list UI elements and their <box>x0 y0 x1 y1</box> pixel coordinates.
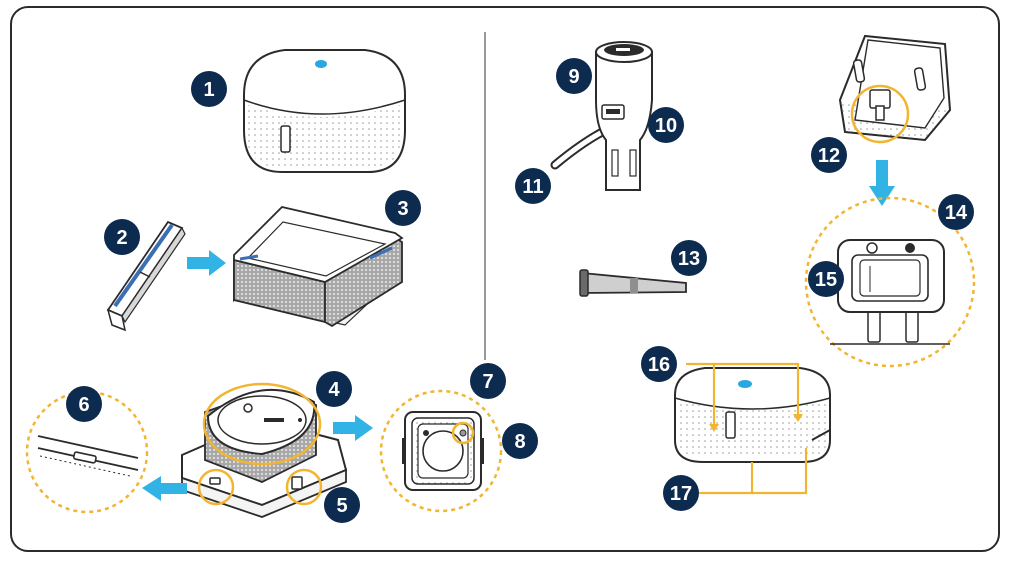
callout-badge: 6 <box>66 386 102 422</box>
wall-mount-icon <box>838 34 952 142</box>
highlight-ring <box>451 421 475 445</box>
filter-strip <box>106 220 186 332</box>
purifier-unit-top <box>243 49 406 173</box>
callout-badge: 4 <box>316 371 352 407</box>
svg-text:7: 7 <box>482 371 493 393</box>
svg-text:11: 11 <box>522 176 543 198</box>
power-button-icon <box>315 60 327 68</box>
unit-top-view <box>379 389 503 513</box>
svg-text:12: 12 <box>818 145 840 167</box>
svg-text:2: 2 <box>116 227 127 249</box>
svg-text:3: 3 <box>397 198 408 220</box>
arrow-down-icon <box>869 160 895 206</box>
callout-badge: 12 <box>811 137 847 173</box>
svg-text:17: 17 <box>670 483 692 505</box>
arrow-right-icon <box>333 415 373 441</box>
highlight-ring <box>202 382 322 466</box>
base-station <box>181 388 348 518</box>
callout-badge: 9 <box>556 58 592 94</box>
callout-badge: 14 <box>938 194 974 230</box>
svg-text:8: 8 <box>514 431 525 453</box>
callout-badge: 7 <box>470 363 506 399</box>
callout-badge: 11 <box>515 168 551 204</box>
filter-frame <box>232 206 404 328</box>
leader-lines-17 <box>690 448 808 495</box>
svg-text:16: 16 <box>648 354 670 376</box>
arrow-left-icon <box>142 476 187 501</box>
diagram-frame <box>10 6 1000 552</box>
mount-closeup <box>804 196 976 368</box>
highlight-ring <box>285 468 323 506</box>
svg-text:6: 6 <box>78 394 89 416</box>
strap-icon <box>579 269 687 297</box>
svg-text:14: 14 <box>945 202 968 224</box>
callout-badge: 16 <box>641 346 677 382</box>
callout-badge: 15 <box>808 261 844 297</box>
callout-badge: 5 <box>324 487 360 523</box>
svg-text:10: 10 <box>655 115 677 137</box>
purifier-unit-front <box>674 367 831 463</box>
callout-badge: 3 <box>385 190 421 226</box>
callout-badge: 13 <box>671 240 707 276</box>
button-icon <box>243 403 253 413</box>
svg-text:4: 4 <box>328 379 340 401</box>
arrow-right-icon <box>187 250 226 276</box>
leader-lines-16 <box>686 362 803 432</box>
callout-badge: 10 <box>648 107 684 143</box>
callout-badge: 1 <box>191 71 227 107</box>
svg-text:5: 5 <box>336 495 347 517</box>
car-charger-icon <box>550 41 653 191</box>
highlight-ring <box>197 468 235 506</box>
svg-text:13: 13 <box>678 248 700 270</box>
callout-badge: 2 <box>104 219 140 255</box>
callout-badge: 8 <box>502 423 538 459</box>
callout-badge: 17 <box>663 475 699 511</box>
highlight-ring <box>850 84 910 144</box>
svg-text:15: 15 <box>815 269 837 291</box>
svg-text:1: 1 <box>203 79 214 101</box>
svg-text:9: 9 <box>568 66 579 88</box>
